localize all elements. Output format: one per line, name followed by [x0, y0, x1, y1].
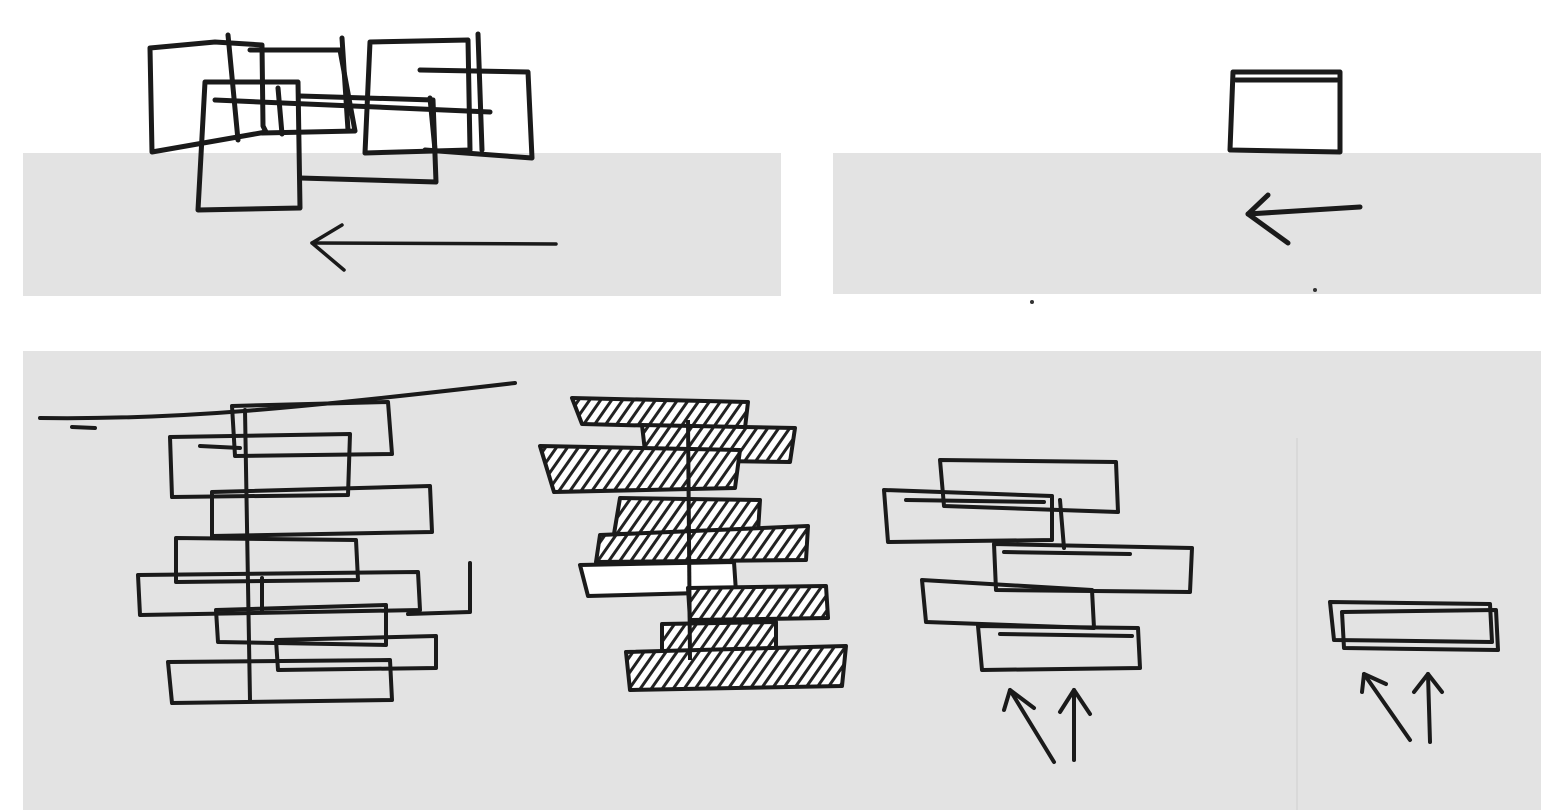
single-square: [1230, 72, 1340, 152]
hatched-bar: [540, 446, 740, 492]
sketch-stroke: [906, 500, 1044, 502]
sketch-dot: [1030, 300, 1034, 304]
sketch-stroke: [342, 38, 348, 130]
sketch-stroke: [1004, 552, 1130, 554]
hatched-bar: [626, 646, 846, 690]
sketch-stroke: [200, 446, 240, 448]
sketch-dot: [1313, 288, 1317, 292]
sketch-stroke: [478, 34, 482, 150]
hatched-bar: [688, 586, 828, 620]
sketch-square: [150, 42, 266, 152]
sketch-stroke: [688, 420, 690, 660]
sketch-stroke: [1000, 634, 1132, 636]
sketch-stroke: [278, 88, 282, 134]
sketch-stroke: [72, 427, 95, 428]
panel-top-right: [833, 153, 1541, 294]
sketch-stroke: [228, 35, 238, 140]
panel-top-left: [23, 153, 781, 296]
sketch-square: [250, 50, 355, 133]
